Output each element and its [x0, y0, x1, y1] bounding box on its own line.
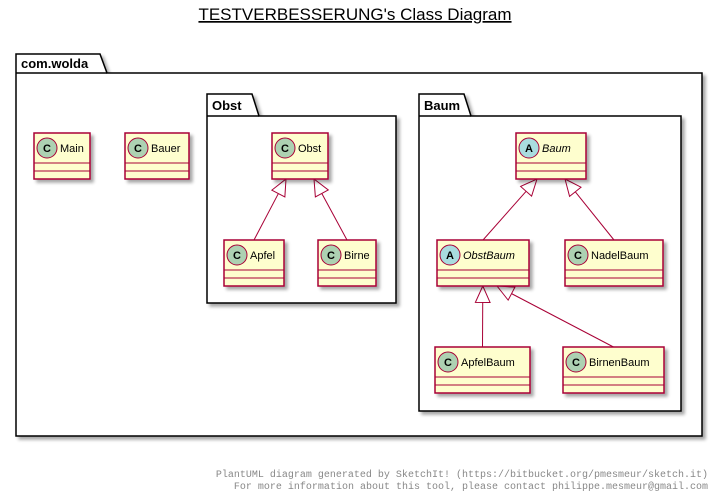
class-baum[interactable]: A Baum	[515, 132, 587, 180]
class-stereotype-icon	[320, 244, 342, 266]
edge-nadelbaum-to-baum	[564, 178, 615, 241]
class-obstbaum[interactable]: A ObstBaum	[436, 239, 530, 287]
class-stereotype-icon	[127, 137, 149, 159]
class-main[interactable]: C Main	[33, 132, 91, 180]
class-name: NadelBaum	[591, 250, 648, 262]
footer-line-1: PlantUML diagram generated by SketchIt! …	[216, 469, 708, 481]
class-bauer[interactable]: C Bauer	[124, 132, 190, 180]
inheritance-edges	[253, 177, 615, 348]
stereotype-letter: C	[444, 357, 452, 369]
stereotype-letter: A	[446, 250, 454, 262]
footer-line-2: For more information about this tool, pl…	[234, 481, 708, 493]
abstract-stereotype-icon	[518, 137, 540, 159]
stereotype-letter: C	[281, 143, 289, 155]
class-name: Birne	[344, 250, 370, 262]
class-stereotype-icon	[567, 244, 589, 266]
package-obst-label: Obst	[212, 98, 242, 113]
class-stereotype-icon	[36, 137, 58, 159]
class-name: Obst	[298, 143, 321, 155]
class-name: Main	[60, 143, 84, 155]
stereotype-letter: C	[572, 357, 580, 369]
class-stereotype-icon	[274, 137, 296, 159]
package-baum	[418, 93, 682, 412]
class-stereotype-icon	[226, 244, 248, 266]
edge-birne-to-obst	[313, 177, 348, 241]
edge-apfel-to-obst	[253, 177, 287, 241]
stereotype-letter: C	[134, 143, 142, 155]
class-name: ObstBaum	[463, 250, 515, 262]
stereotype-letter: C	[574, 250, 582, 262]
class-apfel[interactable]: C Apfel	[223, 239, 285, 287]
class-stereotype-icon	[565, 351, 587, 373]
class-birne[interactable]: C Birne	[317, 239, 377, 287]
class-birnenbaum[interactable]: C BirnenBaum	[562, 346, 665, 394]
stereotype-letter: A	[525, 143, 533, 155]
class-name: Bauer	[151, 143, 181, 155]
diagram-title: TESTVERBESSERUNG's Class Diagram	[198, 5, 511, 24]
class-name: ApfelBaum	[461, 357, 515, 369]
class-name: Apfel	[250, 250, 275, 262]
edge-apfelbaum-to-obstbaum	[474, 284, 491, 348]
class-name: BirnenBaum	[589, 357, 650, 369]
edge-obstbaum-to-baum	[482, 178, 538, 241]
class-stereotype-icon	[437, 351, 459, 373]
stereotype-letter: C	[233, 250, 241, 262]
class-name: Baum	[542, 143, 571, 155]
abstract-stereotype-icon	[439, 244, 461, 266]
package-baum-label: Baum	[424, 98, 460, 113]
stereotype-letter: C	[43, 143, 51, 155]
package-com-wolda-label: com.wolda	[21, 56, 89, 71]
stereotype-letter: C	[327, 250, 335, 262]
class-obst[interactable]: C Obst	[271, 132, 329, 180]
class-nadelbaum[interactable]: C NadelBaum	[564, 239, 664, 287]
class-apfelbaum[interactable]: C ApfelBaum	[434, 346, 531, 394]
